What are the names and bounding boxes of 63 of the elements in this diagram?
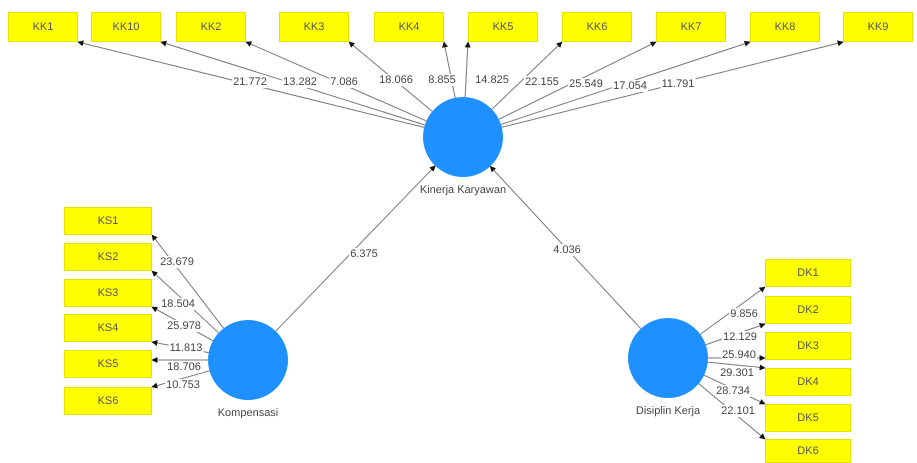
arrow [275,165,436,332]
edge-label: 17.054 [612,80,648,92]
indicator-box: DK2 [765,296,851,324]
edge-label: 11.791 [660,78,696,90]
indicator-box: KK1 [8,12,78,42]
arrow [498,42,657,120]
indicator-box: KK9 [843,12,913,42]
edge-label: 21.772 [232,76,268,88]
arrow [501,40,844,128]
indicator-box: KK4 [374,12,444,42]
construct-label: Kompensasi [216,406,280,420]
indicator-box: KK6 [562,12,632,42]
edge-label: 18.066 [378,74,414,86]
edge-label: 18.706 [166,361,202,373]
indicator-box: KS4 [64,314,152,342]
arrow [77,40,425,128]
edge-label: 4.036 [552,244,582,256]
indicator-box: KK3 [279,12,349,42]
edge-label: 23.679 [159,256,195,268]
edge-label: 25.940 [721,349,757,361]
edge-label: 9.856 [729,308,759,320]
indicator-box: DK6 [765,439,851,463]
edge-label: 12.129 [722,331,758,343]
edge-label: 22.155 [524,76,560,88]
edge-label: 28.734 [715,385,751,397]
indicator-box: KK10 [91,12,161,42]
arrow [490,166,642,330]
indicator-box: KS6 [64,387,152,415]
edge-label: 10.753 [165,379,201,391]
arrow [500,40,751,125]
arrow [152,234,224,329]
edge-label: 25.978 [166,320,202,332]
indicator-box: KK7 [656,12,726,42]
arrow [491,42,562,110]
construct-label: Kinerja Karyawan [418,183,508,197]
edge-label: 14.825 [474,74,510,86]
indicator-box: KK8 [750,12,820,42]
edge-label: 25.549 [568,78,604,90]
arrow [707,362,766,370]
edge-label: 6.375 [349,248,379,260]
arrow [160,40,426,126]
edge-label: 11.813 [168,342,204,354]
indicator-box: KK2 [176,12,246,42]
indicator-box: KS5 [64,350,152,378]
indicator-box: DK4 [765,368,851,396]
arrow [151,357,208,363]
indicator-box: KS3 [64,279,152,307]
indicator-box: DK5 [765,404,851,432]
edge-label: 22.101 [720,405,756,417]
indicator-box: DK1 [765,259,851,287]
edge-label: 29.301 [719,367,755,379]
edge-label: 7.086 [329,76,359,88]
indicator-box: DK3 [765,332,851,360]
edge-label: 8.855 [427,74,457,86]
arrow [700,286,766,335]
arrow [245,41,427,122]
indicator-box: KS2 [64,243,152,271]
indicator-box: KK5 [468,12,538,42]
edge-label: 13.282 [282,76,318,88]
arrow [464,41,471,98]
construct-label: Disiplin Kerja [634,404,702,418]
indicator-box: KS1 [64,207,152,235]
edge-label: 18.504 [160,298,196,310]
